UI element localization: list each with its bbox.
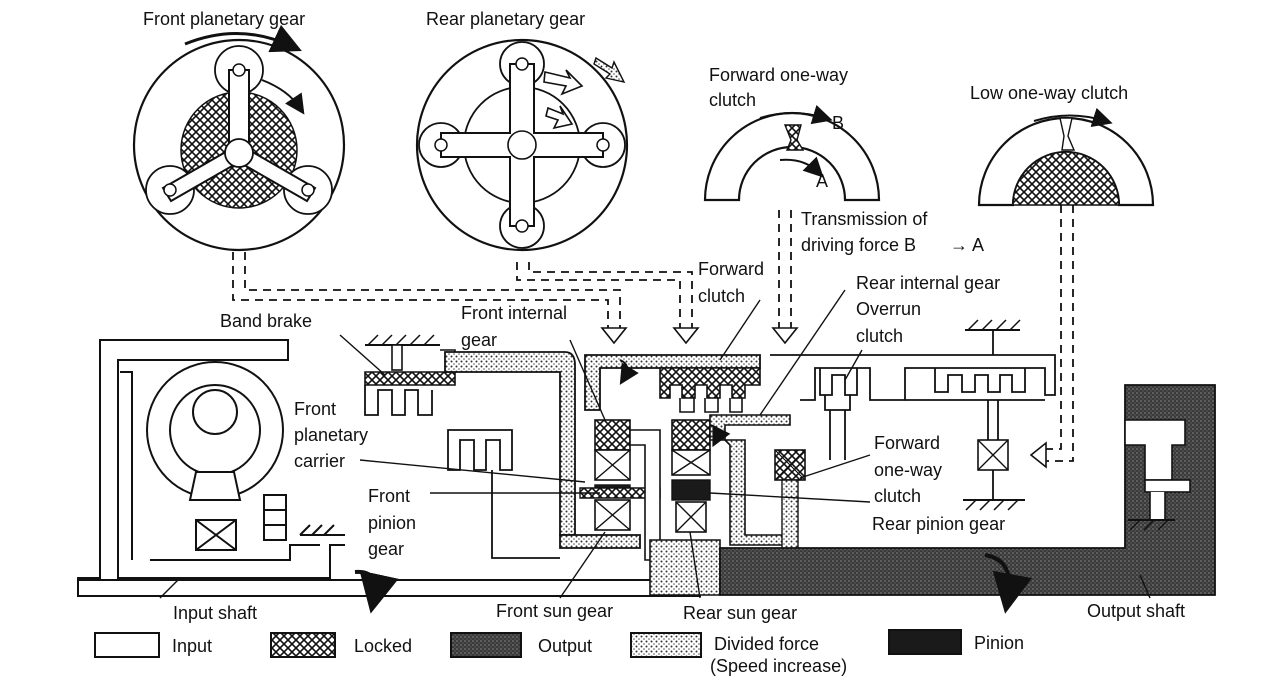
legend-swatch-locked	[270, 632, 336, 658]
label-transmission-3: A	[972, 235, 985, 255]
forward-clutch	[584, 354, 761, 413]
label-front-pinion-gear-3: gear	[368, 539, 405, 559]
label-front-internal-gear-2: gear	[461, 330, 498, 350]
legend-label-input: Input	[172, 636, 213, 656]
legend-swatch-output	[450, 632, 522, 658]
label-front-pinion-gear-2: pinion	[368, 513, 417, 533]
arrow-right-icon: →	[950, 235, 968, 255]
label-front-internal-gear-1: Front internal	[461, 303, 568, 323]
legend-swatch-divided	[630, 632, 702, 658]
legend-label-output: Output	[538, 636, 593, 656]
rear-planetary-gear-illustration	[415, 38, 629, 252]
dashed-arrowheads	[600, 327, 1047, 469]
label-overrun-clutch-1: Overrun	[856, 299, 922, 319]
label-band-brake: Band brake	[220, 311, 313, 331]
dashed-connectors	[232, 205, 1074, 462]
label-forward-one-way-clutch-top-1: Forward one-way	[709, 65, 849, 85]
label-forward-one-way-clutch-1: Forward	[874, 433, 941, 453]
label-transmission-1: Transmission of	[801, 209, 928, 229]
label-forward-one-way-clutch-top-2: clutch	[709, 90, 757, 110]
input-shaft	[77, 579, 701, 597]
label-front-planetary-carrier-2: planetary	[294, 425, 369, 445]
label-rear-internal-gear: Rear internal gear	[856, 273, 1001, 293]
legend-swatch-pinion	[888, 629, 962, 655]
label-front-pinion-gear-1: Front	[368, 486, 411, 506]
label-front-planetary-carrier-3: carrier	[294, 451, 346, 471]
legend-label-divided-1: Divided force	[714, 634, 820, 654]
legend-label-divided-2: (Speed increase)	[710, 656, 848, 676]
legend-swatch-input	[94, 632, 160, 658]
label-front-sun-gear: Front sun gear	[496, 601, 614, 621]
torque-converter	[77, 339, 345, 596]
overrun-clutch	[770, 354, 1056, 460]
label-front-planetary-gear: Front planetary gear	[143, 9, 306, 29]
label-forward-one-way-clutch-3: clutch	[874, 486, 922, 506]
legend-label-pinion: Pinion	[974, 633, 1025, 653]
label-forward-clutch-1: Forward	[698, 259, 765, 279]
label-output-shaft: Output shaft	[1087, 601, 1186, 621]
label-forward-clutch-2: clutch	[698, 286, 746, 306]
label-point-a: A	[816, 171, 829, 191]
rear-sun-shaft	[649, 539, 721, 596]
label-rear-planetary-gear: Rear planetary gear	[426, 9, 586, 29]
label-input-shaft: Input shaft	[173, 603, 258, 623]
low-one-way-clutch-illustration	[977, 107, 1155, 207]
leader-lines	[159, 289, 1151, 599]
rotation-arrows	[354, 359, 1033, 614]
front-planetary-assembly	[579, 419, 661, 561]
label-point-b: B	[832, 113, 845, 133]
label-transmission-2: driving force B	[801, 235, 917, 255]
label-rear-sun-gear: Rear sun gear	[683, 603, 798, 623]
label-rear-pinion-gear: Rear pinion gear	[872, 514, 1006, 534]
output-shaft	[719, 384, 1216, 596]
rear-planetary-assembly	[671, 414, 806, 561]
band-brake	[364, 334, 456, 416]
low-one-way-clutch-bottom	[963, 319, 1025, 511]
label-forward-one-way-clutch-2: one-way	[874, 460, 943, 480]
label-low-one-way-clutch: Low one-way clutch	[970, 83, 1129, 103]
forward-one-way-clutch-illustration	[703, 104, 881, 202]
label-overrun-clutch-2: clutch	[856, 326, 904, 346]
legend-label-locked: Locked	[354, 636, 413, 656]
front-planetary-gear-illustration	[132, 24, 346, 252]
legend-swatches	[94, 629, 962, 658]
label-front-planetary-carrier-1: Front	[294, 399, 337, 419]
